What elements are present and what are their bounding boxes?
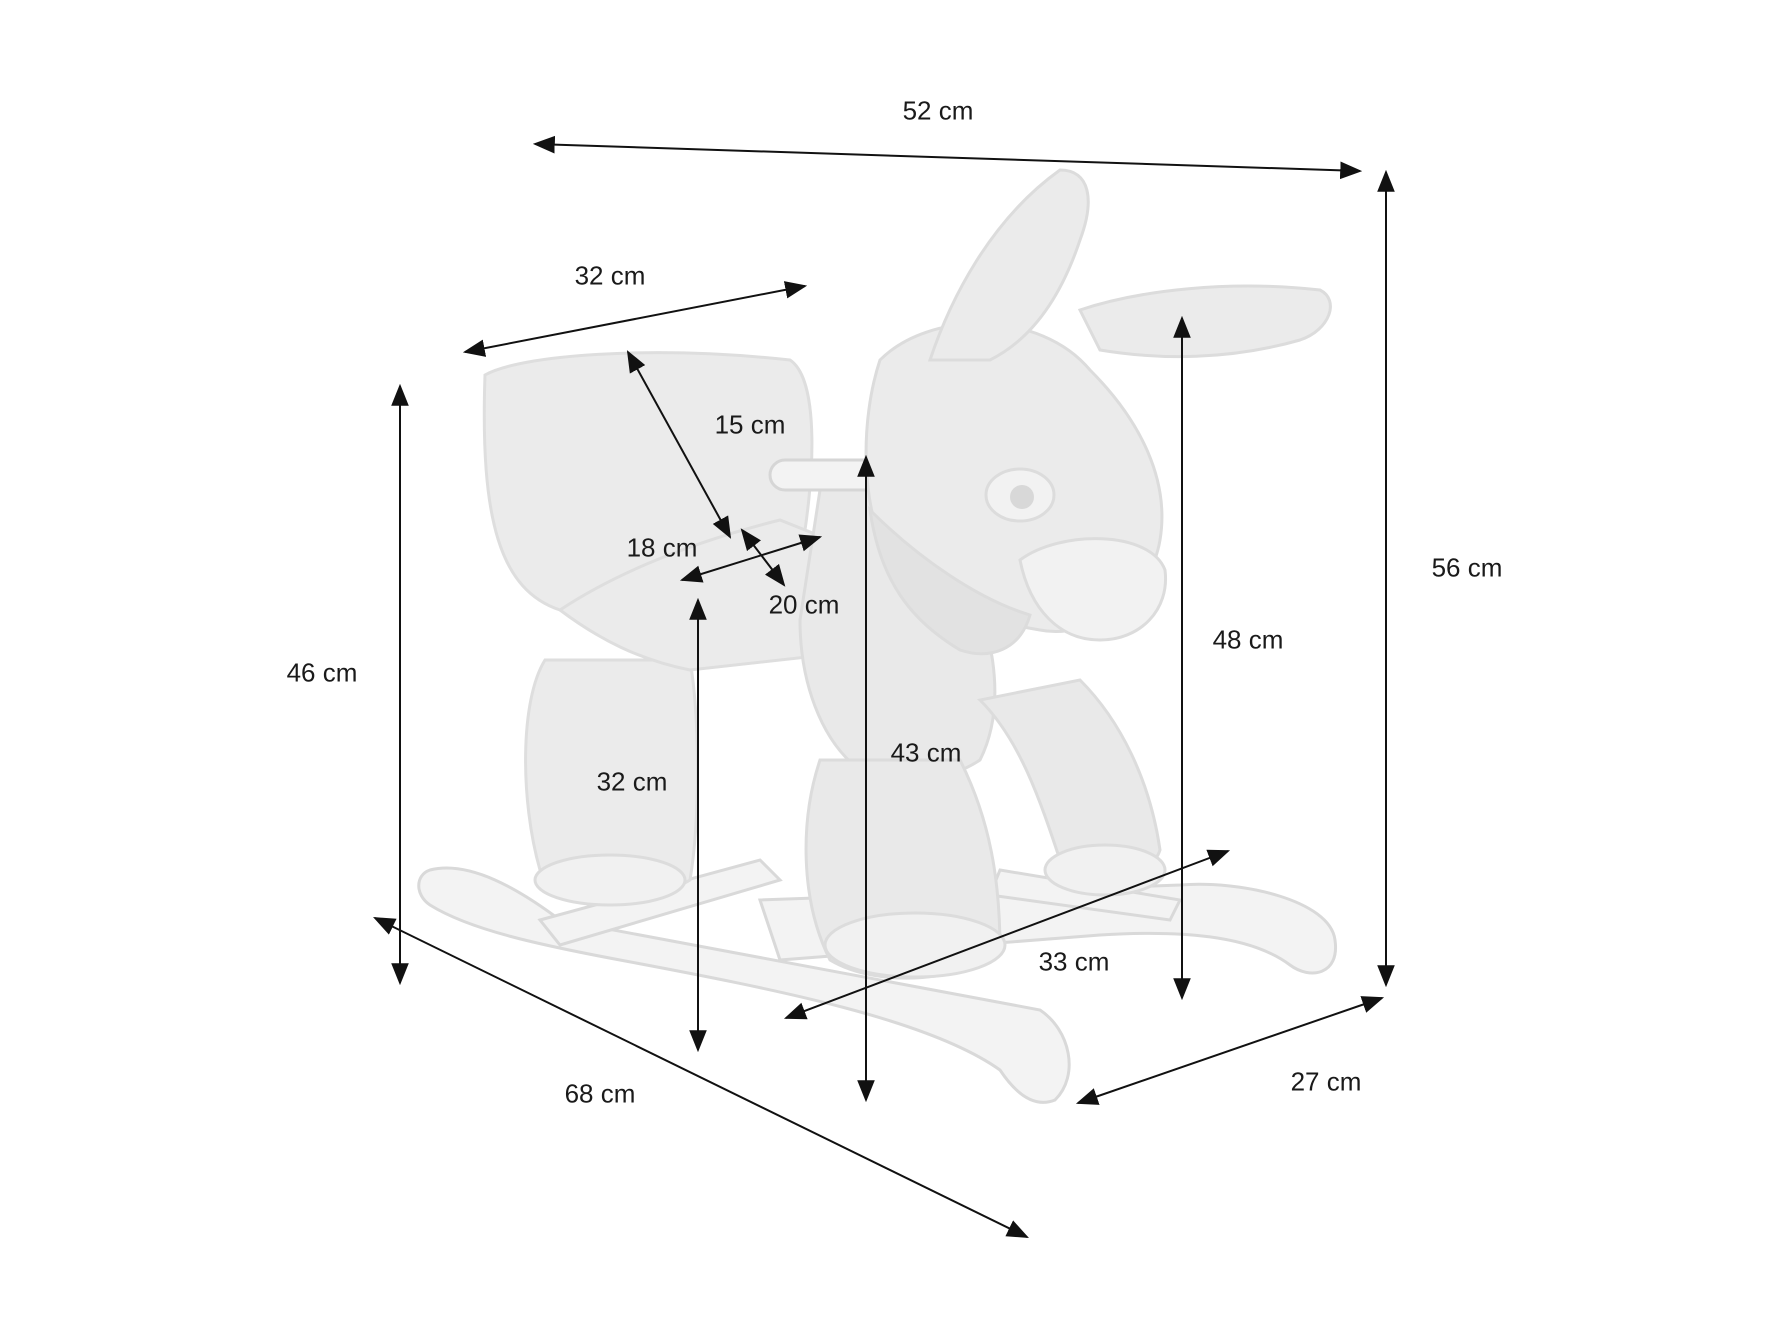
- label-top-width: 52 cm: [902, 95, 974, 126]
- dim-line-backrest-height: [626, 350, 732, 539]
- dim-line-base-width: [1075, 996, 1385, 1105]
- label-total-height: 56 cm: [1431, 552, 1503, 583]
- dim-line-top-width: [532, 135, 1363, 180]
- dimension-lines: [373, 135, 1395, 1238]
- label-base-length: 68 cm: [564, 1078, 636, 1109]
- dim-line-seat-width: [462, 281, 808, 357]
- label-seat-height: 32 cm: [596, 766, 668, 797]
- dim-line-seat-gap: [740, 528, 786, 587]
- label-base-width: 27 cm: [1290, 1066, 1362, 1097]
- label-seat-depth: 18 cm: [626, 532, 698, 563]
- dim-line-base-length: [373, 917, 1029, 1238]
- donkey-head: [864, 168, 1332, 656]
- label-seat-gap: 20 cm: [768, 589, 840, 620]
- label-seat-width: 32 cm: [574, 260, 646, 291]
- label-handle-height: 43 cm: [890, 737, 962, 768]
- label-rocker-depth: 33 cm: [1038, 946, 1110, 977]
- label-left-height: 46 cm: [286, 657, 358, 688]
- label-backrest-height: 15 cm: [714, 409, 786, 440]
- rocking-donkey-illustration: [417, 168, 1337, 1104]
- label-head-height: 48 cm: [1212, 624, 1284, 655]
